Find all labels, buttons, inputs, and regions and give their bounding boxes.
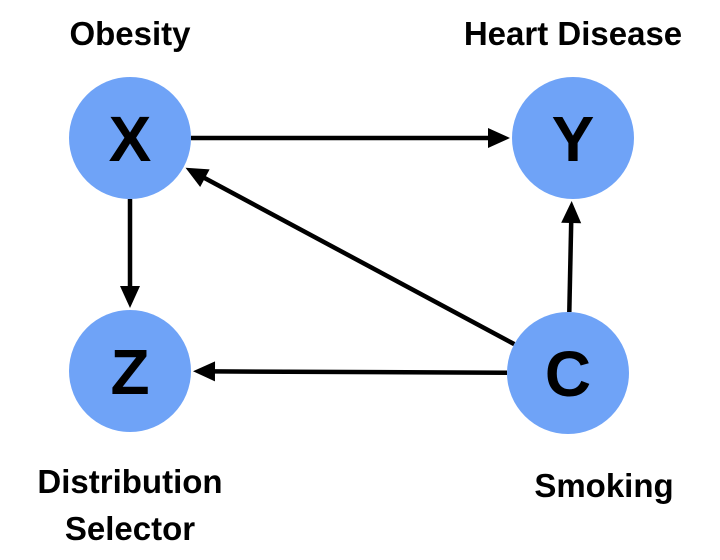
node-circle	[69, 77, 191, 199]
arrowhead-icon	[185, 167, 210, 187]
edge-c-to-x	[185, 167, 516, 347]
node-circle	[69, 310, 191, 432]
node-y: Y Heart Disease	[464, 15, 682, 199]
node-label: Distribution	[37, 463, 222, 500]
node-label: Heart Disease	[464, 15, 682, 52]
edge-line	[212, 369, 508, 375]
node-label: Obesity	[69, 15, 191, 52]
edge-line	[567, 220, 574, 313]
node-label: Smoking	[534, 467, 673, 504]
node-c: C Smoking	[507, 312, 674, 504]
node-letter: C	[545, 338, 591, 410]
arrowhead-icon	[192, 361, 216, 382]
arrowhead-icon	[120, 286, 140, 308]
node-letter: Y	[552, 103, 595, 175]
node-x: X Obesity	[69, 15, 191, 199]
node-letter: X	[109, 103, 152, 175]
arrowhead-icon	[488, 128, 510, 148]
edges	[120, 128, 582, 382]
node-circle	[507, 312, 629, 434]
edge-line	[202, 175, 516, 347]
node-label: Selector	[65, 510, 195, 547]
node-circle	[512, 77, 634, 199]
edge-c-to-z	[192, 361, 508, 382]
edge-x-to-z	[120, 199, 140, 308]
edge-x-to-y	[191, 128, 510, 148]
edge-c-to-y	[561, 200, 582, 313]
arrowhead-icon	[561, 200, 582, 224]
node-letter: Z	[110, 336, 149, 408]
